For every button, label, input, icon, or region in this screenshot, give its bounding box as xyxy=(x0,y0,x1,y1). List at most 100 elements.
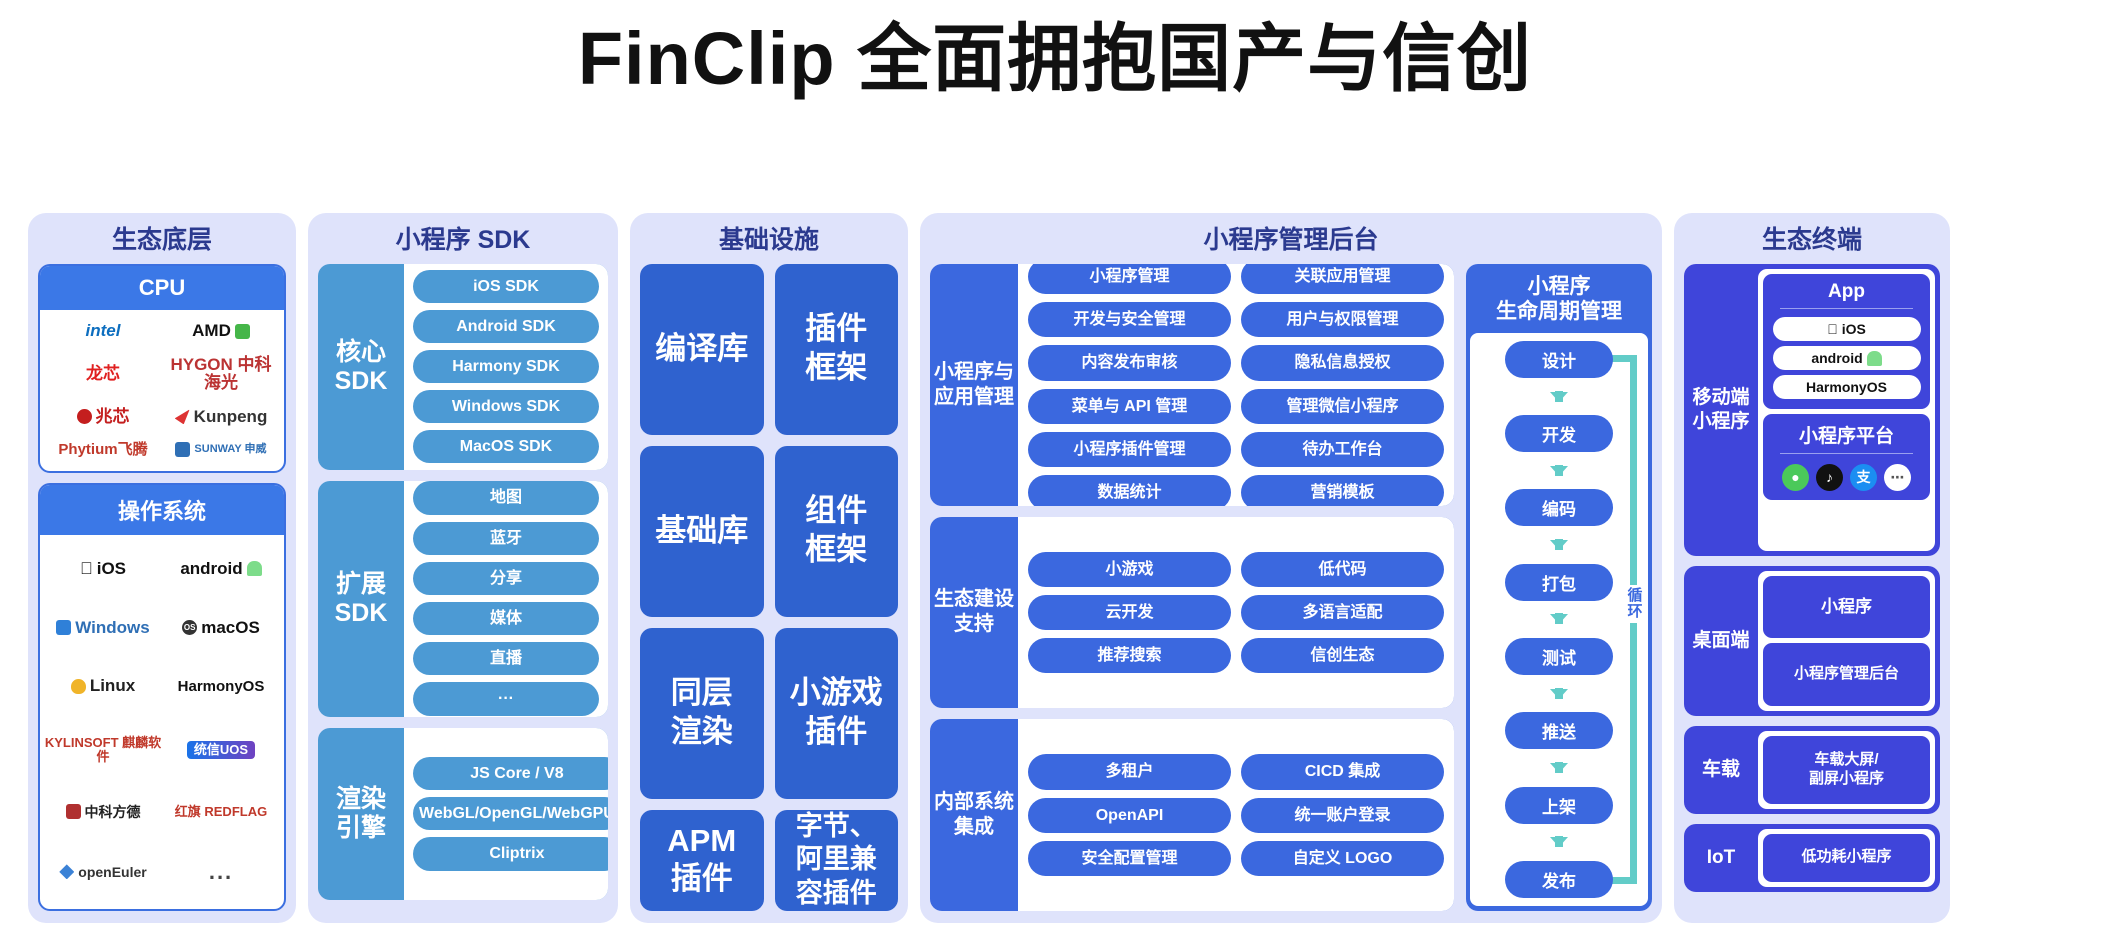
platform-pill-android[interactable]: android xyxy=(1772,346,1921,370)
infra-cell[interactable]: 小游戏 插件 xyxy=(774,627,898,799)
sdk-pill[interactable]: Cliptrix xyxy=(413,837,608,871)
columns-board: 生态底层 CPU intel AMD 龙芯 HYGON 中科海光 兆芯 xyxy=(28,213,2082,923)
wechat-icon[interactable]: ● xyxy=(1782,463,1809,491)
sdk-pill[interactable]: Android SDK xyxy=(413,309,599,343)
platform-pill-harmonyos[interactable]: HarmonyOS xyxy=(1772,375,1921,399)
infra-cell[interactable]: 基础库 xyxy=(640,445,764,617)
logo-linux-text: Linux xyxy=(89,676,136,696)
admin-pill[interactable]: 小游戏 xyxy=(1028,551,1231,587)
divider xyxy=(1779,452,1914,454)
admin-pill[interactable]: 多语言适配 xyxy=(1241,594,1444,630)
admin-pill[interactable]: 营销模板 xyxy=(1241,474,1444,506)
logo-zhaoxin: 兆芯 xyxy=(76,408,130,426)
fangde-mark-icon xyxy=(65,804,81,820)
terminal-row-iot: IoT 低功耗小程序 xyxy=(1684,823,1940,892)
logo-more: ... xyxy=(208,859,234,885)
terminal-label-iot: IoT xyxy=(1706,846,1736,868)
sdk-pill[interactable]: 分享 xyxy=(413,561,599,595)
platform-pill-ios[interactable]:  iOS xyxy=(1772,317,1921,341)
admin-pill[interactable]: 内容发布审核 xyxy=(1028,345,1231,381)
column-sdk: 小程序 SDK 核心 SDK iOS SDK Android SDK Harmo… xyxy=(308,213,618,923)
more-icon[interactable]: ⋯ xyxy=(1884,463,1911,491)
admin-pill[interactable]: 用户与权限管理 xyxy=(1241,302,1444,338)
lifecycle-step[interactable]: 设计 xyxy=(1505,340,1613,378)
sdk-pill[interactable]: MacOS SDK xyxy=(413,430,599,464)
terminal-item[interactable]: 车载大屏/ 副屏小程序 xyxy=(1763,735,1930,804)
infra-cell[interactable]: 插件 框架 xyxy=(774,263,898,435)
admin-pill[interactable]: 管理微信小程序 xyxy=(1241,388,1444,424)
lifecycle-step[interactable]: 测试 xyxy=(1505,638,1613,675)
sdk-pill[interactable]: Harmony SDK xyxy=(413,349,599,384)
admin-pill[interactable]: 统一账户登录 xyxy=(1241,797,1444,833)
logo-macos: OS macOS xyxy=(182,618,260,637)
admin-pill[interactable]: 小程序管理 xyxy=(1028,263,1231,295)
sdk-pill[interactable]: 直播 xyxy=(413,642,599,676)
sdk-pill-more[interactable]: ··· xyxy=(413,682,599,716)
admin-pill[interactable]: 信创生态 xyxy=(1241,637,1444,674)
kunpeng-mark-icon xyxy=(174,409,190,425)
admin-pill[interactable]: 隐私信息授权 xyxy=(1241,345,1444,381)
logo-openeuler-text: openEuler xyxy=(78,863,147,880)
admin-pill[interactable]: 云开发 xyxy=(1028,594,1231,630)
admin-group-app-label: 小程序与 应用管理 xyxy=(934,360,1014,408)
lifecycle-step[interactable]: 编码 xyxy=(1505,489,1613,527)
terminal-desktop-items: 小程序 小程序管理后台 xyxy=(1758,570,1935,711)
column-title-eco-base: 生态底层 xyxy=(111,226,212,254)
admin-pill[interactable]: 小程序插件管理 xyxy=(1028,431,1231,467)
admin-pill[interactable]: 待办工作台 xyxy=(1241,431,1444,467)
infra-cell[interactable]: 字节、 阿里兼 容插件 xyxy=(774,809,898,911)
logo-zhongkefangde: 中科方德 xyxy=(65,804,141,820)
sdk-group-core: 核心 SDK iOS SDK Android SDK Harmony SDK W… xyxy=(318,263,608,470)
logo-redflag: 红旗 REDFLAG xyxy=(174,804,268,820)
logo-sunway: SUNWAY 申威 xyxy=(175,442,267,458)
terminal-item[interactable]: 小程序管理后台 xyxy=(1763,643,1930,706)
sdk-pill[interactable]: 蓝牙 xyxy=(413,521,599,555)
apple-icon:  xyxy=(1827,321,1838,337)
infra-cell[interactable]: 编译库 xyxy=(640,263,764,435)
sdk-pill[interactable]: 地图 xyxy=(413,481,599,515)
admin-pill[interactable]: 推荐搜索 xyxy=(1028,637,1231,674)
infra-cell[interactable]: 同层 渲染 xyxy=(640,627,764,799)
platform-pill-ios-label: iOS xyxy=(1836,321,1866,337)
panel-os: 操作系统  iOS android Windows O xyxy=(38,482,286,911)
sdk-group-render-label: 渲染 引擎 xyxy=(335,785,386,842)
lifecycle-step[interactable]: 推送 xyxy=(1505,712,1613,750)
lifecycle-step[interactable]: 打包 xyxy=(1505,563,1613,601)
admin-pill[interactable]: 自定义 LOGO xyxy=(1241,840,1444,876)
terminal-item[interactable]: 低功耗小程序 xyxy=(1763,833,1930,882)
windows-icon xyxy=(56,620,72,636)
lifecycle-flow: 循环 设计 开发 编码 打包 测试 推送 上架 xyxy=(1470,332,1648,906)
tiktok-icon[interactable]: ♪ xyxy=(1816,463,1843,491)
admin-pill[interactable]: 低代码 xyxy=(1241,551,1444,587)
sdk-pill[interactable]: JS Core / V8 xyxy=(413,756,608,791)
lifecycle-step[interactable]: 开发 xyxy=(1505,415,1613,453)
admin-pill[interactable]: 菜单与 API 管理 xyxy=(1028,388,1231,424)
sdk-pill[interactable]: iOS SDK xyxy=(413,269,599,303)
logo-android: android xyxy=(180,560,262,578)
admin-pill[interactable]: 关联应用管理 xyxy=(1241,263,1444,295)
arrow-down-icon xyxy=(1550,539,1568,551)
android-robot-icon xyxy=(1866,350,1882,366)
sdk-group-extension: 扩展 SDK 地图 蓝牙 分享 媒体 直播 ··· xyxy=(318,480,608,717)
admin-pill[interactable]: 安全配置管理 xyxy=(1028,840,1231,876)
infra-cell[interactable]: 组件 框架 xyxy=(774,445,898,617)
lifecycle-step[interactable]: 发布 xyxy=(1505,860,1613,898)
admin-pill[interactable]: 数据统计 xyxy=(1028,474,1231,506)
column-terminals: 生态终端 移动端 小程序 App  iOS andr xyxy=(1674,213,1950,923)
alipay-icon[interactable]: 支 xyxy=(1850,463,1877,491)
lifecycle-step[interactable]: 上架 xyxy=(1505,786,1613,824)
sdk-pill[interactable]: Windows SDK xyxy=(413,390,599,424)
terminal-item[interactable]: 小程序 xyxy=(1763,575,1930,638)
sdk-pill[interactable]: 媒体 xyxy=(413,602,599,636)
platform-pill-harmonyos-label: HarmonyOS xyxy=(1806,379,1887,395)
admin-pill[interactable]: 多租户 xyxy=(1028,754,1231,790)
admin-pill[interactable]: OpenAPI xyxy=(1028,797,1231,833)
panel-header-os: 操作系统 xyxy=(40,484,284,535)
admin-pill[interactable]: CICD 集成 xyxy=(1241,754,1444,790)
admin-pill[interactable]: 开发与安全管理 xyxy=(1028,302,1231,338)
infrastructure-grid: 编译库 插件 框架 基础库 组件 框架 同层 渲染 小游戏 插件 APM 插件 … xyxy=(640,263,898,911)
infra-cell[interactable]: APM 插件 xyxy=(640,809,764,911)
admin-group-app-items: 小程序管理 关联应用管理 开发与安全管理 用户与权限管理 内容发布审核 隐私信息… xyxy=(1018,263,1454,506)
sdk-pill[interactable]: WebGL/OpenGL/WebGPU xyxy=(413,797,608,831)
zhaoxin-mark-icon xyxy=(76,409,92,425)
